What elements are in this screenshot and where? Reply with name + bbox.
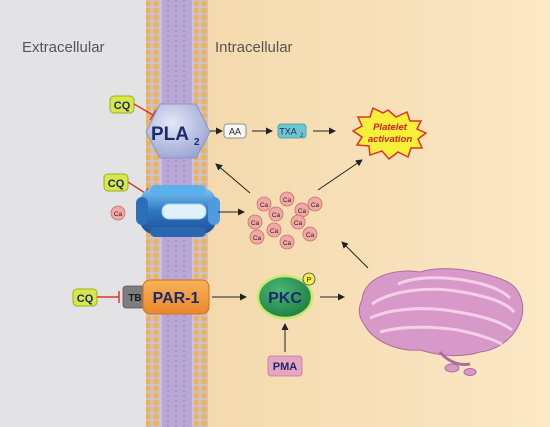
platelet-activation-burst: Platelet activation — [351, 106, 428, 161]
phosphate-label: P — [306, 275, 311, 284]
svg-text:Ca: Ca — [251, 220, 260, 227]
cq-label-pla2: CQ — [114, 100, 131, 112]
txa2-node: TXA 2 — [277, 123, 307, 139]
arrow-calcium-pla2 — [215, 163, 251, 194]
aa-node: AA — [223, 123, 247, 139]
activation-line2: activation — [368, 134, 413, 145]
tb-label: TB — [128, 293, 141, 304]
pkc-kinase: PKC — [256, 274, 314, 320]
txa2-subscript: 2 — [300, 133, 304, 139]
ca-ion: Ca — [302, 226, 318, 242]
extracellular-region — [0, 0, 160, 427]
activation-line1: Platelet — [373, 122, 408, 133]
par1-inhibition-line — [97, 291, 120, 303]
par1-receptor: PAR-1 — [142, 279, 210, 315]
ca-ion: Ca — [290, 214, 306, 230]
cq-label-channel: CQ — [108, 178, 125, 190]
intracellular-label: Intracellular — [215, 39, 293, 56]
svg-text:Ca: Ca — [294, 220, 303, 227]
svg-text:Ca: Ca — [283, 197, 292, 204]
phosphate-badge: P — [302, 272, 316, 286]
pla2-inhibition-line — [133, 103, 157, 121]
txa2-label: TXA — [279, 127, 297, 137]
ca-ion: Ca — [294, 202, 310, 218]
endoplasmic-reticulum — [358, 268, 524, 376]
extracellular-label: Extracellular — [22, 39, 105, 56]
pma-label: PMA — [273, 361, 298, 373]
channel-cq-inhibitor: CQ — [103, 173, 129, 192]
aa-label: AA — [229, 127, 241, 137]
svg-text:Ca: Ca — [283, 240, 292, 247]
pkc-label: PKC — [268, 290, 302, 307]
svg-text:Ca: Ca — [311, 202, 320, 209]
calcium-channel — [136, 185, 220, 237]
calcium-cluster: Ca Ca Ca Ca Ca Ca Ca Ca Ca Ca Ca — [247, 191, 323, 250]
ca-ion: Ca — [279, 234, 295, 250]
svg-text:Ca: Ca — [270, 228, 279, 235]
arrow-calcium-activation — [317, 159, 363, 191]
svg-text:Ca: Ca — [272, 212, 281, 219]
svg-text:Ca: Ca — [253, 235, 262, 242]
pma-node: PMA — [267, 355, 303, 377]
external-ca-ion: Ca — [110, 205, 126, 221]
par1-label: PAR-1 — [153, 290, 200, 307]
pla2-subscript: 2 — [194, 137, 200, 148]
arrow-er-calcium — [341, 241, 369, 269]
pla2-enzyme: PLA 2 — [145, 103, 211, 159]
pla2-cq-inhibitor: CQ — [109, 95, 135, 114]
ca-ion: Ca — [307, 196, 323, 212]
ca-ion: Ca — [268, 206, 284, 222]
ca-ion: Ca — [249, 229, 265, 245]
ca-ion: Ca — [256, 196, 272, 212]
svg-text:Ca: Ca — [260, 202, 269, 209]
ca-ion: Ca — [279, 191, 295, 207]
ca-ion: Ca — [266, 222, 282, 238]
external-ca-label: Ca — [114, 211, 123, 218]
cq-label-par1: CQ — [77, 293, 94, 305]
svg-text:Ca: Ca — [306, 232, 315, 239]
pla2-label: PLA — [151, 124, 189, 145]
par1-cq-inhibitor: CQ — [72, 288, 98, 307]
ca-ion: Ca — [247, 214, 263, 230]
intracellular-region — [160, 0, 550, 427]
svg-text:Ca: Ca — [298, 208, 307, 215]
